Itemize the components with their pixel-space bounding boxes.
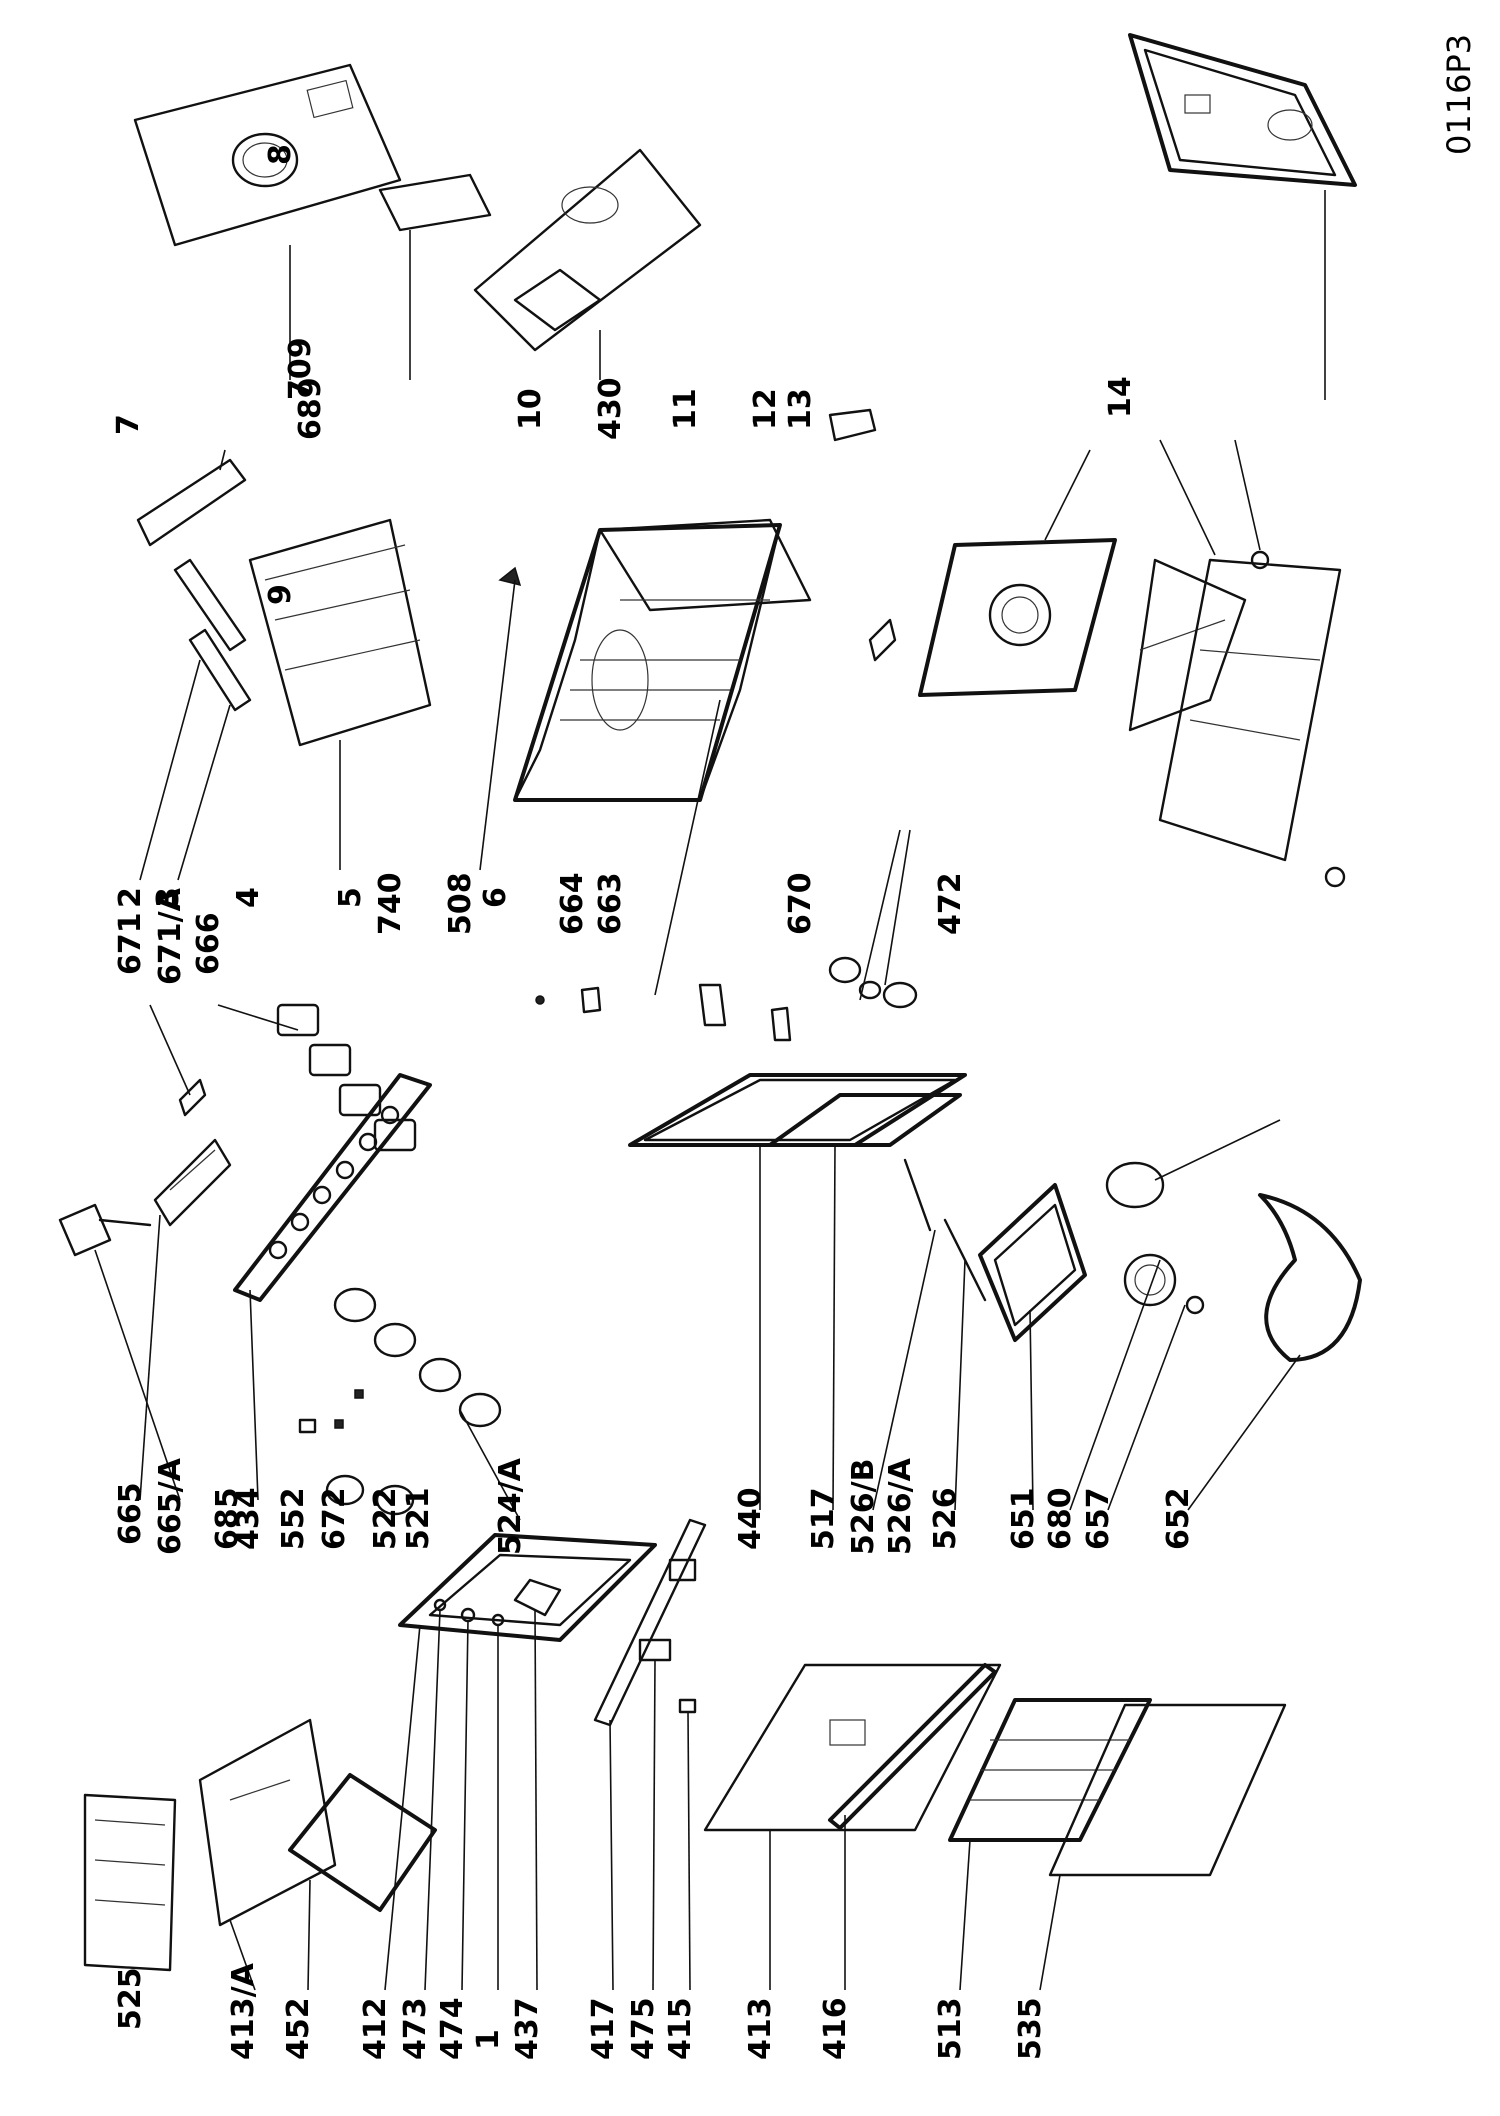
top-cover xyxy=(136,449,247,547)
grill-element xyxy=(978,1183,1087,1511)
callout-671-a: 671/A xyxy=(153,887,188,985)
grill-rods xyxy=(872,1158,987,1511)
fan-assembly xyxy=(1069,1119,1281,1511)
door-handle xyxy=(83,1793,177,1972)
callout-4: 4 xyxy=(231,887,266,908)
circular-heating-element xyxy=(1187,1193,1362,1511)
callout-5: 5 xyxy=(333,887,368,908)
knob-group xyxy=(325,1287,521,1521)
door-glass-outer xyxy=(198,1718,337,1991)
door-frame xyxy=(384,1533,657,1991)
callout-8: 8 xyxy=(263,144,298,165)
callout-9: 9 xyxy=(263,584,298,605)
callout-740: 740 xyxy=(373,872,408,935)
callout-413: 413 xyxy=(743,1997,778,2060)
callout-672: 672 xyxy=(317,1487,352,1550)
callout-709: 709 xyxy=(283,337,318,400)
thermostat xyxy=(58,1203,181,1501)
callout-526-b: 526/B xyxy=(846,1459,881,1555)
callout-665-a: 665/A xyxy=(153,1457,188,1555)
foot xyxy=(1324,866,1346,888)
small-control-parts xyxy=(298,1389,364,1434)
callout-665: 665 xyxy=(113,1482,148,1545)
callout-434: 434 xyxy=(231,1487,266,1550)
callout-535: 535 xyxy=(1013,1997,1048,2060)
callout-1: 1 xyxy=(471,2029,506,2050)
door-hinge-parts xyxy=(424,1578,562,1991)
callout-508: 508 xyxy=(443,872,478,935)
callout-472: 472 xyxy=(933,872,968,935)
cavity-small-parts xyxy=(535,699,918,1042)
callout-526: 526 xyxy=(928,1487,963,1550)
control-panel xyxy=(233,1073,432,1501)
rear-panel xyxy=(1128,33,1357,400)
callout-473: 473 xyxy=(398,1997,433,2060)
callout-2: 2 xyxy=(113,887,148,908)
callout-417: 417 xyxy=(586,1997,621,2060)
cavity-hook xyxy=(479,566,522,871)
callout-437: 437 xyxy=(510,1997,545,2060)
callout-664: 664 xyxy=(555,872,590,935)
callout-651: 651 xyxy=(1006,1487,1041,1550)
callout-513: 513 xyxy=(933,1997,968,2060)
side-panel-lower-b xyxy=(1158,439,1342,862)
callout-689: 689 xyxy=(293,377,328,440)
callout-452: 452 xyxy=(281,1997,316,2060)
door-strip xyxy=(593,1518,707,1991)
callout-525: 525 xyxy=(113,1967,148,2030)
callout-7: 7 xyxy=(111,414,146,435)
switch-group xyxy=(217,1003,417,1152)
clip-strip xyxy=(139,558,252,881)
callout-475: 475 xyxy=(626,1997,661,2060)
callout-11: 11 xyxy=(668,388,703,430)
callout-13: 13 xyxy=(783,388,818,430)
side-panel-lower xyxy=(1128,439,1247,732)
callout-652: 652 xyxy=(1161,1487,1196,1550)
callout-657: 657 xyxy=(1081,1487,1116,1550)
top-panel xyxy=(248,518,432,870)
callout-685: 685 xyxy=(210,1487,245,1550)
selector-switch xyxy=(139,1138,232,1501)
door-seal xyxy=(628,1073,967,1510)
indicator-lamps xyxy=(149,1004,207,1117)
callout-12: 12 xyxy=(748,388,783,430)
callout-474: 474 xyxy=(435,1997,470,2060)
back-cover-panel xyxy=(133,63,402,380)
wire-shelf xyxy=(948,1698,1152,1991)
callout-413-a: 413/A xyxy=(226,1962,261,2060)
callout-14: 14 xyxy=(1103,376,1138,418)
callout-663: 663 xyxy=(593,872,628,935)
callout-440: 440 xyxy=(733,1487,768,1550)
cavity-right-parts xyxy=(828,408,897,662)
callout-517: 517 xyxy=(806,1487,841,1550)
callout-670: 670 xyxy=(783,872,818,935)
callout-526-a: 526/A xyxy=(883,1457,918,1555)
callout-10: 10 xyxy=(513,388,548,430)
inner-seal xyxy=(768,1093,962,1511)
door-clips xyxy=(638,1558,697,1991)
oven-cavity xyxy=(513,518,812,802)
callout-521: 521 xyxy=(401,1487,436,1550)
terminal-bracket xyxy=(378,173,492,380)
callout-416: 416 xyxy=(818,1997,853,2060)
diagram-code-label: 0116P3 xyxy=(1440,34,1478,155)
callout-552: 552 xyxy=(276,1487,311,1550)
fan-plate xyxy=(918,449,1117,697)
rear-frame xyxy=(473,148,702,380)
callout-430: 430 xyxy=(593,377,628,440)
callout-522: 522 xyxy=(368,1487,403,1550)
baking-tray xyxy=(1039,1703,1287,1991)
callout-3: 3 xyxy=(151,887,186,908)
callout-666: 666 xyxy=(191,912,226,975)
callout-415: 415 xyxy=(663,1997,698,2060)
callout-671: 671 xyxy=(113,912,148,975)
callout-6: 6 xyxy=(478,887,513,908)
callout-412: 412 xyxy=(358,1997,393,2060)
door-bottom-strip xyxy=(828,1663,997,1990)
callout-524-a: 524/A xyxy=(493,1457,528,1555)
callout-680: 680 xyxy=(1043,1487,1078,1550)
door-glass-inner xyxy=(288,1773,437,1991)
